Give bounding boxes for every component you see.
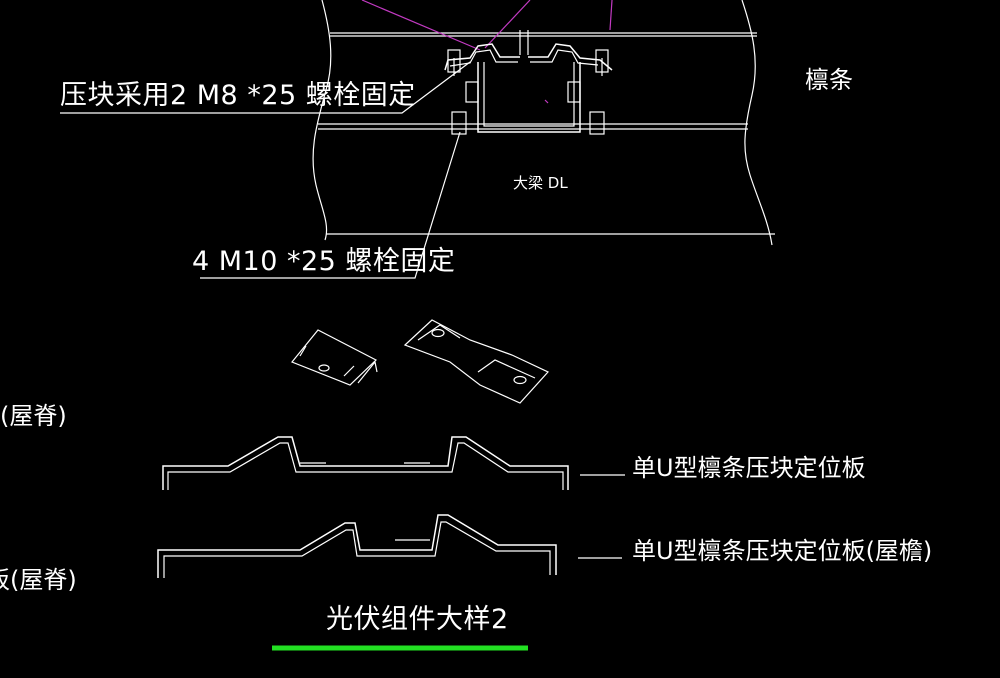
isometric-parts (291, 319, 549, 404)
press-block-bolt-label: 压块采用2 M8 *25 螺栓固定 (60, 80, 416, 111)
ridge-label-1: (屋脊) (0, 402, 67, 430)
u-plate-label: 单U型檩条压块定位板 (632, 454, 866, 482)
detail-title: 光伏组件大样2 (326, 604, 509, 635)
profile-u-plate (162, 436, 625, 490)
profile-u-plate-eave (157, 514, 622, 578)
purlin-label: 檩条 (805, 66, 853, 94)
main-beam-label: 大梁 DL (513, 174, 568, 192)
beam-bolt-label: 4 M10 *25 螺栓固定 (192, 246, 456, 277)
beam-section (60, 0, 775, 279)
ridge-label-2: 板(屋脊) (0, 566, 77, 594)
u-plate-eave-label: 单U型檩条压块定位板(屋檐) (632, 537, 933, 565)
